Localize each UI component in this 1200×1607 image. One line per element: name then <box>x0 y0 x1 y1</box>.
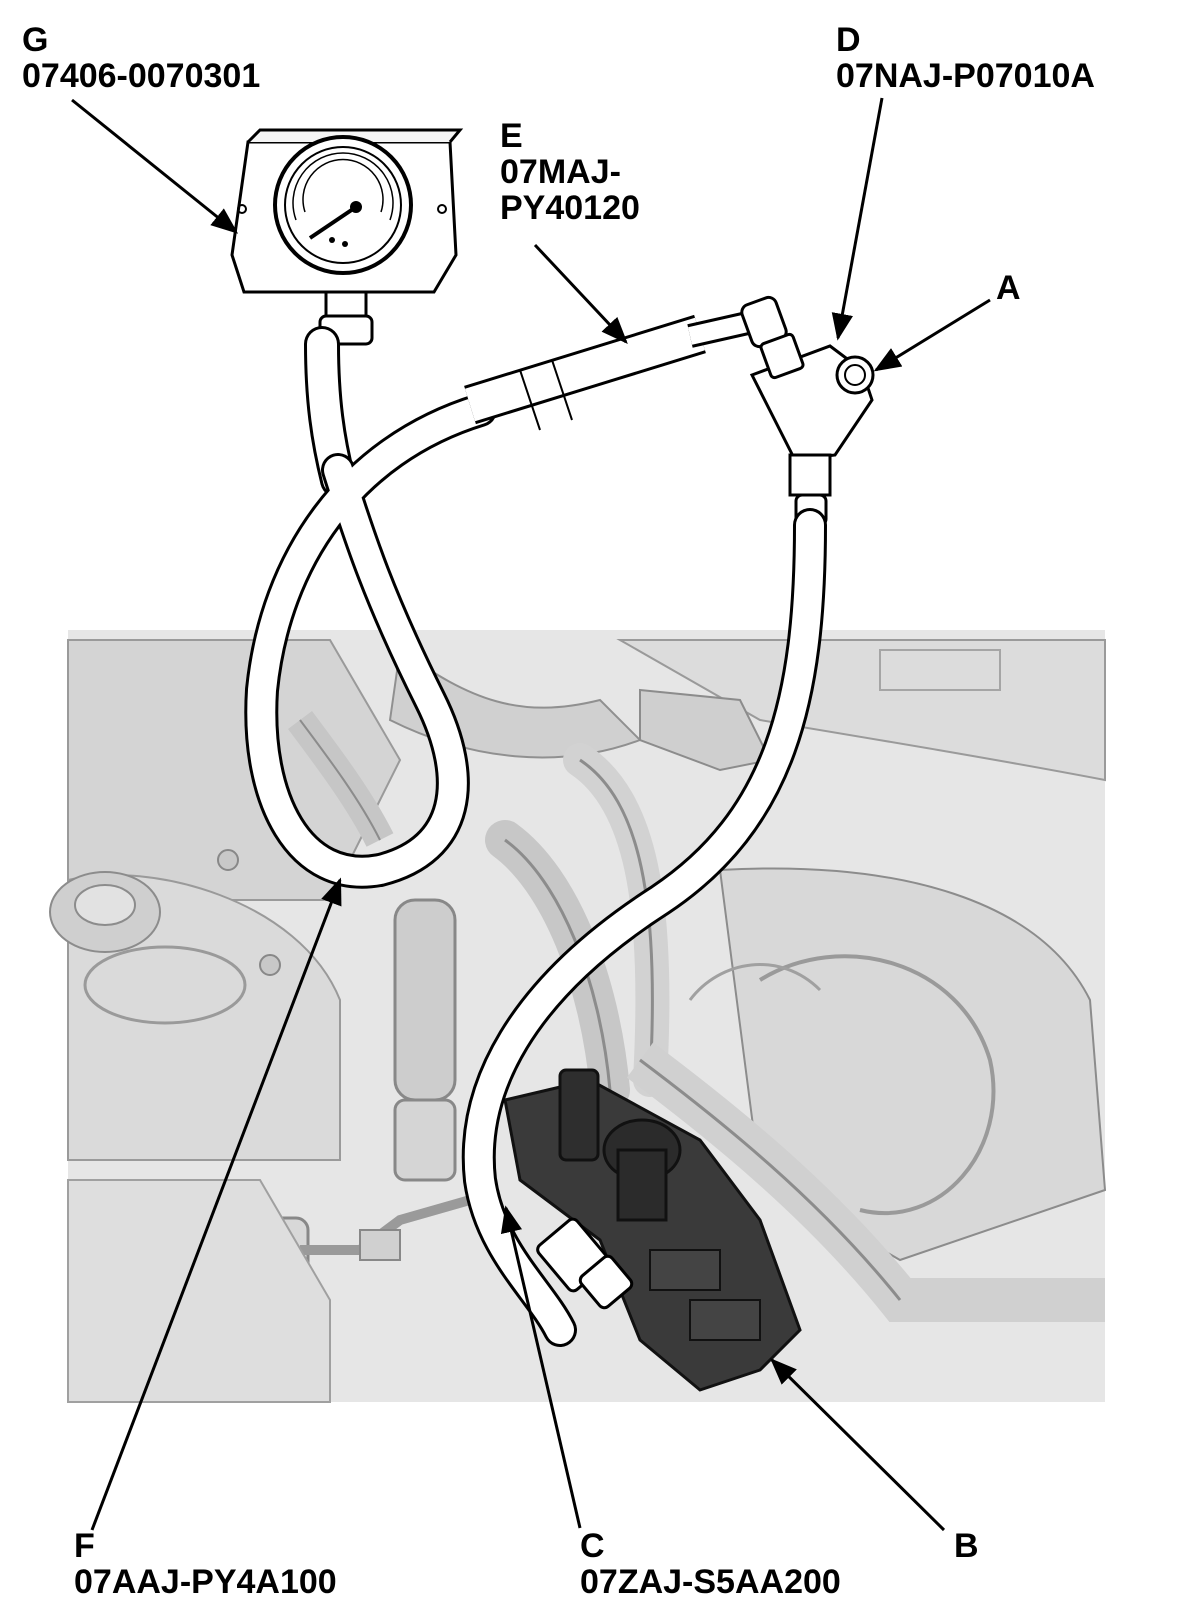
arrow-g <box>71 98 239 234</box>
callout-e-letter: E <box>500 117 523 155</box>
arrow-e <box>533 243 628 344</box>
arrow-d <box>831 97 884 341</box>
arrow-c <box>500 1205 582 1529</box>
connector-hose <box>461 508 827 1347</box>
callout-a: A <box>996 270 1021 306</box>
fuel-hose <box>244 393 497 889</box>
callout-e-part-number-line2: PY40120 <box>500 189 640 227</box>
callout-d-letter: D <box>836 21 861 59</box>
callout-g-letter: G <box>22 21 49 59</box>
callout-f-letter: F <box>74 1527 95 1565</box>
callout-a-letter: A <box>996 269 1021 307</box>
callout-d: D 07NAJ-P07010A <box>836 22 1095 94</box>
t-fitting <box>749 332 875 527</box>
callout-f: F 07AAJ-PY4A100 <box>74 1528 337 1600</box>
callout-g: G 07406-0070301 <box>22 22 260 94</box>
callout-c-letter: C <box>580 1527 605 1565</box>
fuel-pressure-valve-block <box>503 1068 802 1392</box>
callout-c-part-number: 07ZAJ-S5AA200 <box>580 1563 841 1601</box>
callout-d-part-number: 07NAJ-P07010A <box>836 57 1095 95</box>
leader-arrows <box>71 97 991 1532</box>
adapter-hose <box>464 295 788 431</box>
callout-g-part-number: 07406-0070301 <box>22 57 261 95</box>
callout-e: E 07MAJ- PY40120 <box>500 118 640 226</box>
arrow-b <box>770 1358 946 1532</box>
callout-e-part-number-line1: 07MAJ- <box>500 153 621 191</box>
callout-c: C 07ZAJ-S5AA200 <box>580 1528 841 1600</box>
engine-compartment <box>49 630 1107 1403</box>
arrow-a <box>873 298 991 372</box>
callout-b: B <box>954 1528 979 1564</box>
callout-b-letter: B <box>954 1527 979 1565</box>
arrow-f <box>90 877 342 1531</box>
callout-f-part-number: 07AAJ-PY4A100 <box>74 1563 337 1601</box>
